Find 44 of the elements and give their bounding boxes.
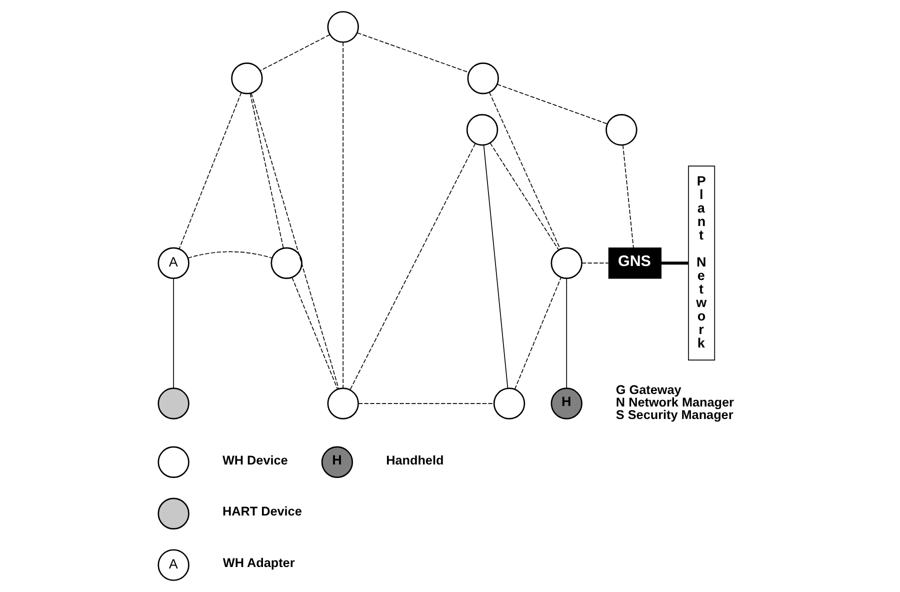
node-circle: A	[158, 247, 190, 279]
connector	[483, 144, 508, 389]
connector	[356, 32, 470, 73]
node-circle	[606, 114, 638, 146]
node-circle	[270, 247, 302, 279]
connector	[490, 142, 560, 250]
node-box: GNS	[608, 248, 662, 279]
connector	[260, 34, 330, 72]
connector	[178, 92, 242, 250]
connector	[496, 84, 608, 124]
node-box: Plant Network	[688, 166, 716, 361]
node-label: WH Adapter	[222, 556, 295, 570]
node-circle	[231, 62, 263, 94]
node-circle	[550, 247, 582, 279]
node-circle	[158, 446, 190, 478]
node-circle: H	[550, 388, 582, 420]
label: S Security Manager	[616, 408, 734, 422]
node-circle	[467, 62, 499, 94]
node-label: Handheld	[386, 453, 444, 468]
connector	[661, 262, 688, 265]
node-label: WH Device	[222, 453, 288, 468]
connector	[187, 251, 272, 258]
connector	[250, 92, 340, 390]
label: G Gateway	[616, 382, 682, 397]
node-circle: A	[158, 549, 190, 581]
connector	[292, 277, 338, 390]
node-circle	[327, 11, 359, 43]
connector	[488, 92, 561, 250]
node-circle	[493, 388, 526, 420]
node-circle	[158, 388, 190, 420]
connector	[250, 93, 284, 248]
node-circle: H	[321, 446, 354, 478]
connector	[342, 42, 344, 389]
connector	[350, 142, 476, 390]
connector	[173, 278, 174, 389]
connector	[581, 262, 609, 264]
connector	[358, 403, 494, 404]
node-circle	[158, 498, 190, 530]
connector	[566, 278, 568, 389]
connector	[622, 144, 634, 248]
node-circle	[466, 114, 498, 146]
node-label: HART Device	[222, 504, 302, 519]
node-circle	[327, 388, 359, 420]
connector	[514, 277, 562, 390]
